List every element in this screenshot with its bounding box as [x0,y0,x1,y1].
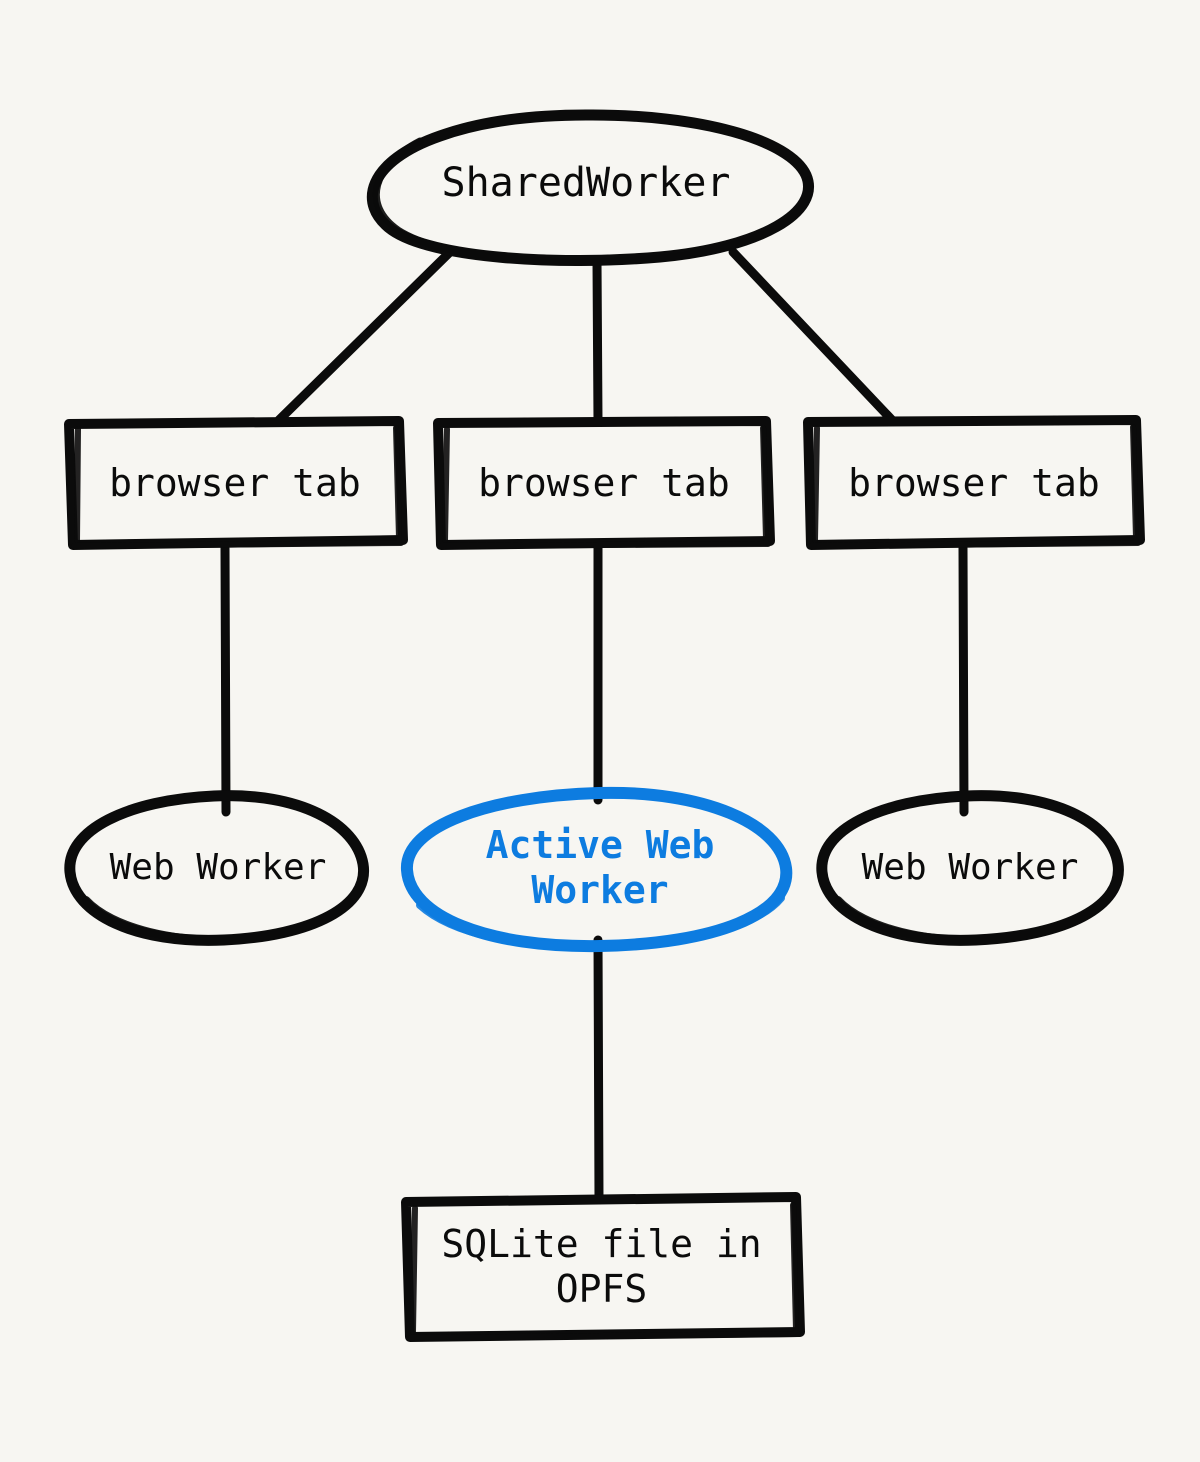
browser-tab-3-sketch-overlay [809,424,1141,549]
sqlite-opfs-sketch-overlay [408,1202,801,1341]
browser-tab-2-outline [433,416,775,550]
node-browser-tab-2[interactable] [433,416,775,550]
active-web-worker-ellipse-sketch-overlay [416,894,785,951]
browser-tab-1-outline [64,416,408,550]
node-web-worker-1[interactable] [64,790,370,946]
node-web-worker-3[interactable] [816,790,1124,946]
web-worker-1-ellipse-sketch-overlay [82,896,354,944]
browser-tab-3-outline [803,415,1145,550]
edge-sharedworker-to-tab-2 [592,257,603,426]
web-worker-3-ellipse-sketch-overlay [834,896,1109,944]
edge-layer [220,247,969,1205]
edge-sharedworker-to-tab-3 [728,247,897,425]
node-browser-tab-1[interactable] [64,416,408,550]
edge-sharedworker-to-tab-1 [274,248,454,425]
sqlite-opfs-outline [401,1192,805,1342]
node-sqlite-opfs[interactable] [401,1192,805,1342]
active-web-worker-ellipse-outline [401,786,793,953]
edge-tab-3-to-worker-3 [958,543,969,817]
sharedworker-ellipse-sketch-overlay [372,137,813,266]
browser-tab-1-sketch-overlay [71,425,404,549]
node-active-web-worker[interactable] [401,786,793,953]
node-sharedworker[interactable] [366,109,814,266]
edge-worker-2-to-storage [593,935,604,1205]
browser-tab-2-sketch-overlay [439,425,771,549]
edge-tab-1-to-worker-1 [220,543,231,817]
node-browser-tab-3[interactable] [803,415,1145,550]
